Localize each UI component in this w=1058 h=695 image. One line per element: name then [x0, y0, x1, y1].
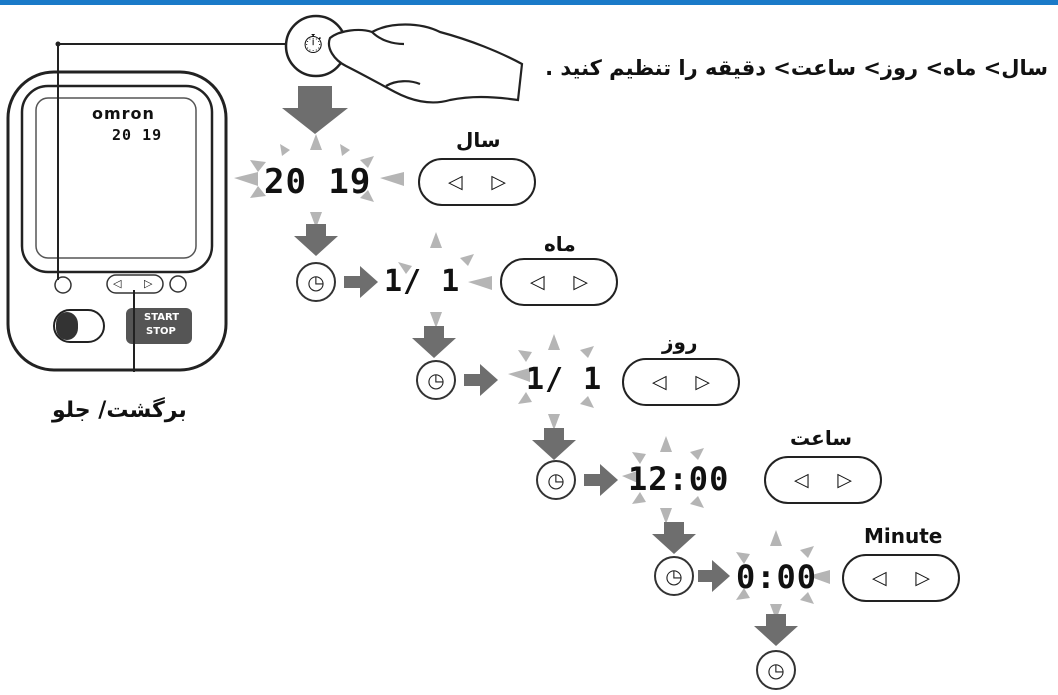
prev-icon[interactable]: ◁	[530, 271, 545, 293]
arrow-icon	[584, 464, 618, 496]
month-nav-control[interactable]: ◁ ▷	[500, 258, 618, 306]
day-label: روز	[662, 330, 698, 354]
clock-button[interactable]: ◷	[536, 460, 576, 500]
device-nav-right: ▷	[144, 277, 153, 290]
year-display: 20 19	[264, 162, 372, 202]
year-display-sparkle	[234, 134, 404, 228]
nav-caption: برگشت/ جلو	[52, 398, 187, 423]
arrow-icon	[282, 86, 348, 134]
arrow-icon	[294, 224, 338, 256]
prev-icon[interactable]: ◁	[652, 371, 667, 393]
arrow-icon	[652, 522, 696, 554]
prev-icon[interactable]: ◁	[448, 171, 463, 193]
clock-button[interactable]: ◷	[756, 650, 796, 690]
arrow-icon	[344, 266, 378, 298]
day-nav-control[interactable]: ◁ ▷	[622, 358, 740, 406]
next-icon[interactable]: ▷	[491, 171, 506, 193]
pointing-hand-icon	[327, 23, 524, 104]
clock-button[interactable]: ◷	[416, 360, 456, 400]
prev-icon[interactable]: ◁	[794, 469, 809, 491]
minute-display: 0:00	[736, 558, 818, 596]
start-stop-button[interactable]	[126, 308, 192, 344]
arrow-icon	[698, 560, 730, 592]
arrow-icon	[754, 614, 798, 646]
stop-label: STOP	[146, 326, 176, 337]
clock-button[interactable]: ◷	[654, 556, 694, 596]
hour-label: ساعت	[790, 426, 853, 450]
instruction-text: سال> ماه> روز> ساعت> دقیقه را تنظیم کنید…	[545, 56, 1048, 80]
device-memory-button[interactable]	[169, 275, 187, 293]
brand-logo: omron	[92, 104, 155, 123]
clock-icon[interactable]: ⏱	[303, 30, 324, 60]
day-display-sparkle	[508, 334, 594, 430]
arrow-icon	[464, 364, 498, 396]
next-icon[interactable]: ▷	[915, 567, 930, 589]
minute-nav-control[interactable]: ◁ ▷	[842, 554, 960, 602]
prev-icon[interactable]: ◁	[872, 567, 887, 589]
device-display-reading: 20 19	[112, 126, 163, 144]
month-display-sparkle	[398, 232, 492, 328]
device-nav-left: ◁	[113, 277, 122, 290]
next-icon[interactable]: ▷	[573, 271, 588, 293]
month-display: 1/ 1	[384, 264, 461, 299]
hour-nav-control[interactable]: ◁ ▷	[764, 456, 882, 504]
day-display: 1/ 1	[526, 362, 603, 397]
next-icon[interactable]: ▷	[695, 371, 710, 393]
device-clock-button[interactable]	[54, 276, 72, 294]
year-label: سال	[456, 128, 501, 152]
top-accent-bar	[0, 0, 1058, 5]
next-icon[interactable]: ▷	[837, 469, 852, 491]
hour-display: 12:00	[628, 460, 730, 498]
hour-display-sparkle	[622, 436, 704, 524]
start-label: START	[144, 312, 180, 323]
arrow-icon	[412, 326, 456, 358]
month-label: ماه	[544, 232, 576, 256]
minute-display-sparkle	[736, 530, 830, 620]
blood-pressure-monitor	[6, 70, 228, 372]
year-nav-control[interactable]: ◁ ▷	[418, 158, 536, 206]
arrow-icon	[532, 428, 576, 460]
minute-label: Minute	[864, 524, 943, 548]
clock-button[interactable]: ◷	[296, 262, 336, 302]
